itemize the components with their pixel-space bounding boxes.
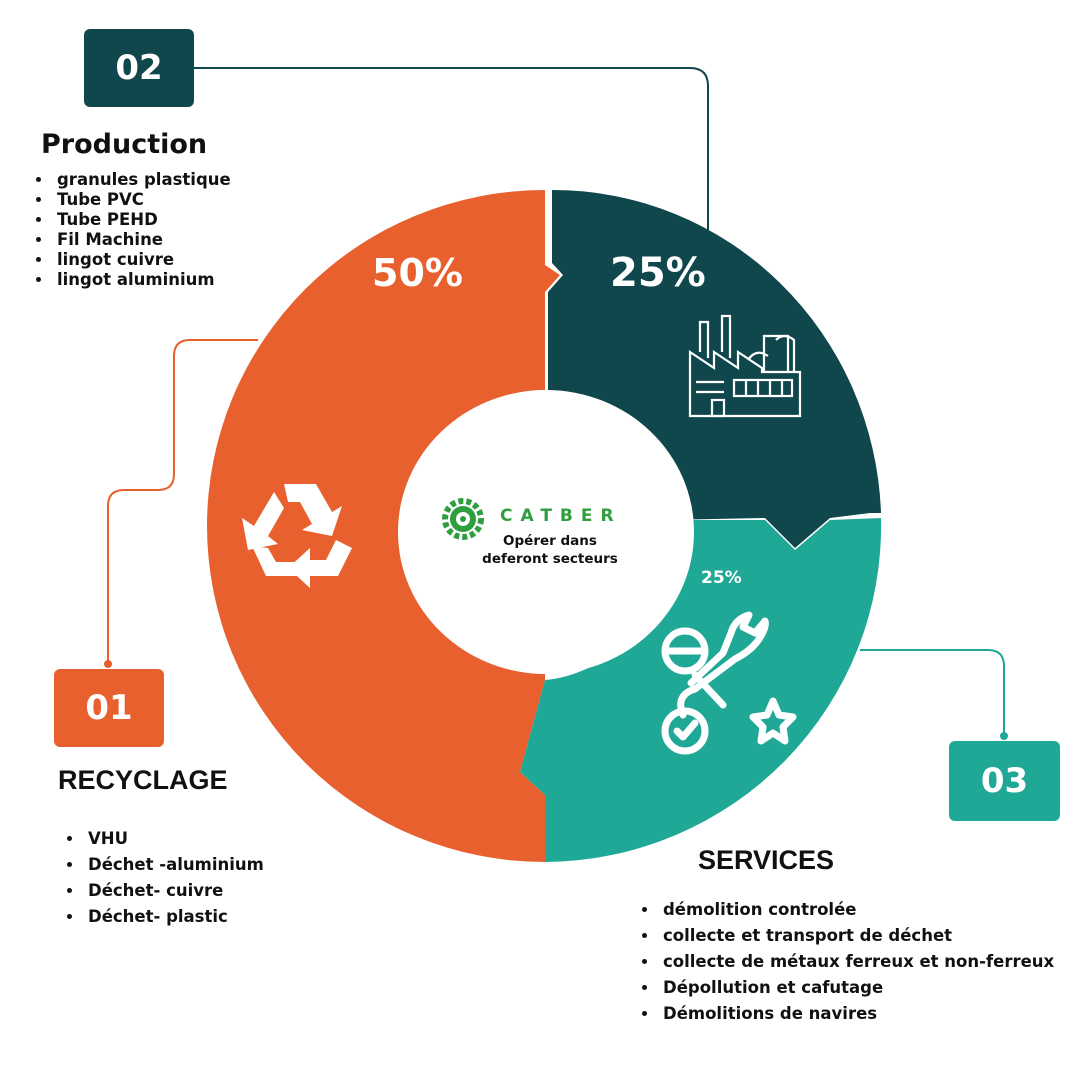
list-item: Déchet- plastic	[84, 904, 264, 930]
connector-dot-recycling	[104, 660, 112, 668]
list-item: VHU	[84, 826, 264, 852]
list-item: Dépollution et cafutage	[659, 975, 1019, 1001]
production-list: granules plastique Tube PVC Tube PEHD Fi…	[31, 170, 231, 290]
services-list: démolition controlée collecte et transpo…	[637, 897, 1054, 1027]
list-item: démolition controlée	[659, 897, 1019, 923]
segment-recycling	[207, 190, 560, 862]
list-item: Fil Machine	[53, 230, 231, 250]
list-item: collecte et transport de déchet	[659, 923, 1019, 949]
connector-dot-services	[1000, 732, 1008, 740]
list-item: Démolitions de navires	[659, 1001, 1019, 1027]
list-item: lingot cuivre	[53, 250, 231, 270]
brand-tagline: Opérer dans deferont secteurs	[482, 533, 618, 567]
list-item: Déchet -aluminium	[84, 852, 264, 878]
recycle-icon	[242, 484, 352, 588]
gear-logo-icon	[442, 498, 484, 540]
badge-production-number: 02	[84, 29, 194, 107]
list-item: collecte de métaux ferreux et non-ferreu…	[659, 949, 1054, 975]
section-title-recycling: RECYCLAGE	[58, 765, 228, 795]
percent-label-production: 25%	[610, 250, 706, 296]
badge-services-number: 03	[949, 741, 1060, 821]
factory-icon	[688, 314, 802, 418]
connector-line-production	[194, 67, 709, 232]
list-item: Tube PEHD	[53, 210, 231, 230]
recycling-list: VHU Déchet -aluminium Déchet- cuivre Déc…	[62, 826, 264, 930]
percent-label-services: 25%	[701, 568, 742, 588]
segment-services	[520, 518, 882, 862]
brand-name: CATBER	[500, 506, 622, 526]
percent-label-recycling: 50%	[372, 251, 463, 295]
tools-icon	[661, 611, 797, 755]
list-item: Tube PVC	[53, 190, 231, 210]
list-item: granules plastique	[53, 170, 231, 190]
list-item: lingot aluminium	[53, 270, 231, 290]
badge-recycling-number: 01	[54, 669, 164, 747]
section-title-production: Production	[41, 129, 208, 160]
connector-line-recycling	[107, 339, 258, 664]
center-logo: CATBER Opérer dans deferont secteurs	[440, 494, 640, 574]
section-title-services: SERVICES	[698, 845, 835, 875]
list-item: Déchet- cuivre	[84, 878, 264, 904]
center-hole	[398, 390, 694, 674]
connector-line-services	[860, 649, 1005, 734]
